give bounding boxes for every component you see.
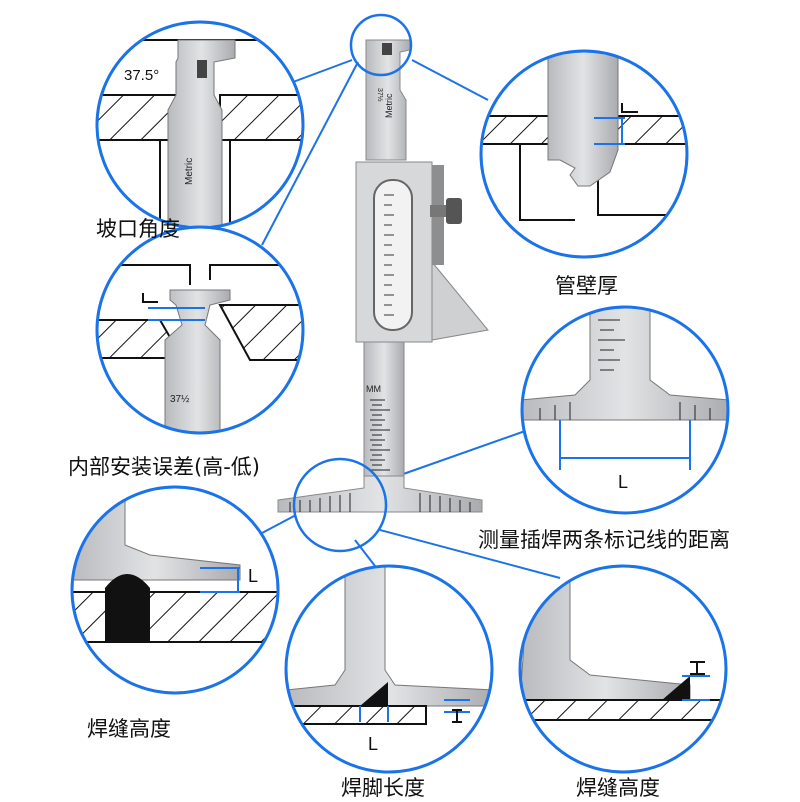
detail-insert-mark-distance: L [520,305,730,515]
detail-wall-thickness [479,49,689,259]
weld-height-left-label: 焊缝高度 [87,717,171,741]
shaft-mm-label: MM [366,384,381,394]
blade-metric-label: Metric [384,93,394,118]
detail-bevel-angle: Metric 37.5° [95,20,305,230]
bevel-angle-label: 坡口角度 [96,217,180,241]
insert-mark-distance-label: 测量插焊两条标记线的距离 [478,528,730,552]
shaft-ticks [370,399,390,471]
detail-weld-height-right [518,564,728,774]
thickness-symbol [621,103,638,113]
misalignment-angle-fraction: 37½ [170,394,190,405]
distance-symbol: L [618,472,628,492]
bevel-metric-label: Metric [184,158,195,185]
leg-length-symbol: L [368,734,378,754]
wall-thickness-label: 管壁厚 [555,274,618,298]
detail-internal-misalignment: 37½ [95,225,305,435]
misalignment-symbol [142,293,158,303]
angle-callout: 37.5° [124,67,159,84]
internal-misalignment-label: 内部安装误差(高-低) [68,455,260,479]
weld-leg-length-label: 焊脚长度 [341,776,425,800]
foot-highlight-circle [292,457,388,553]
welding-gauge: 37½ Metric MM [277,39,489,513]
detail-weld-leg-length: L [284,564,494,774]
detail-weld-height-left: L [70,485,280,695]
slider-window-ticks [384,194,394,316]
tip-highlight-circle [349,13,413,77]
weld-height-right-label: 焊缝高度 [576,776,660,800]
blade-angle-fraction: 37½ [376,88,384,102]
connector-lines [261,59,561,579]
weld-height-left-symbol: L [248,566,258,586]
foot-ticks [289,493,471,512]
